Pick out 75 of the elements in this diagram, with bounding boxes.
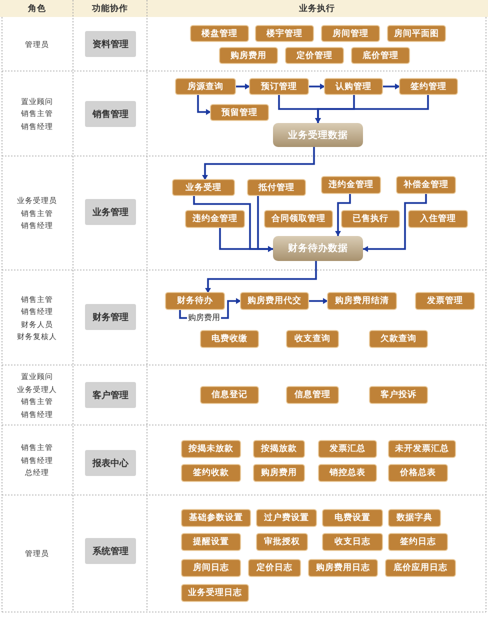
process-box: 房源查询 <box>176 79 235 94</box>
process-box: 入住管理 <box>409 211 467 227</box>
flow-arrow <box>382 84 400 90</box>
process-box: 审批授权 <box>257 534 307 550</box>
process-box: 抵付管理 <box>248 180 305 195</box>
process-box: 房间日志 <box>182 560 240 576</box>
process-box: 房间平面图 <box>388 26 445 41</box>
module-box: 财务管理 <box>85 304 136 330</box>
process-box: 电费收缴 <box>201 331 258 347</box>
process-box: 过户费设置 <box>257 510 316 526</box>
process-box: 认购管理 <box>325 79 382 94</box>
process-box: 业务受理日志 <box>182 585 248 601</box>
process-box: 销控总表 <box>319 465 376 481</box>
module-box: 报表中心 <box>85 450 136 476</box>
module-box: 系统管理 <box>85 538 136 564</box>
flow-arrow <box>308 84 325 90</box>
process-box: 楼宇管理 <box>256 26 313 41</box>
process-box: 已售执行 <box>342 211 399 227</box>
process-box: 定价日志 <box>249 560 300 576</box>
process-box: 未开发票汇总 <box>389 441 455 457</box>
process-box: 电费设置 <box>323 510 382 526</box>
flow-arrow <box>335 193 351 236</box>
process-box: 合同领取管理 <box>265 211 332 227</box>
process-box: 购房费用 <box>220 48 277 63</box>
module-box: 业务管理 <box>85 199 136 225</box>
column-header: 功能协作 <box>92 2 128 14</box>
process-box: 发票管理 <box>416 293 474 309</box>
edge-label: 购房费用 <box>187 313 221 323</box>
process-box: 信息管理 <box>287 387 338 403</box>
process-box: 签约日志 <box>389 534 447 550</box>
process-box: 补偿金管理 <box>397 177 455 193</box>
process-box: 按揭未放款 <box>182 441 240 457</box>
process-box: 信息登记 <box>201 387 258 403</box>
flow-arrow <box>363 193 427 252</box>
module-box: 资料管理 <box>85 31 136 57</box>
process-box: 预订管理 <box>250 79 308 94</box>
process-box: 收支日志 <box>323 534 382 550</box>
flow-arrow <box>235 84 250 90</box>
process-box: 定价管理 <box>286 48 343 63</box>
process-box: 基础参数设置 <box>182 510 250 526</box>
process-box: 购房费用日志 <box>309 560 377 576</box>
process-box: 客户投诉 <box>370 387 427 403</box>
column-header: 角色 <box>28 2 46 14</box>
column-header: 业务执行 <box>299 2 335 14</box>
process-box: 欠款查询 <box>370 331 427 347</box>
process-box: 楼盘管理 <box>191 26 248 41</box>
flow-arrow <box>205 261 317 293</box>
process-box: 提醒设置 <box>182 534 240 550</box>
process-box: 购房费用 <box>254 465 304 481</box>
process-box: 发票汇总 <box>319 441 376 457</box>
process-box: 收支查询 <box>287 331 338 347</box>
module-box: 销售管理 <box>85 101 136 127</box>
process-box: 财务待办 <box>166 293 224 309</box>
process-box: 业务受理 <box>173 180 234 195</box>
process-box: 购房费用代交 <box>241 293 308 309</box>
module-box: 客户管理 <box>85 382 136 408</box>
flow-arrow <box>308 298 328 304</box>
process-box: 价格总表 <box>389 465 447 481</box>
process-box: 底价应用日志 <box>386 560 455 576</box>
flow-arrow <box>219 227 273 252</box>
process-box: 签约收款 <box>182 465 240 481</box>
flow-arrow <box>197 94 211 115</box>
process-box: 按揭放款 <box>254 441 304 457</box>
flow-arrow <box>202 147 315 180</box>
data-box: 财务待办数据 <box>273 236 363 261</box>
process-box: 违约金管理 <box>322 177 380 193</box>
process-box: 底价管理 <box>352 48 409 63</box>
data-box: 业务受理数据 <box>273 123 363 147</box>
process-box: 房间管理 <box>322 26 379 41</box>
process-box: 数据字典 <box>389 510 440 526</box>
process-box: 违约金管理 <box>186 211 244 227</box>
process-box: 购房费用结清 <box>328 293 396 309</box>
process-box: 签约管理 <box>400 79 457 94</box>
process-box: 预留管理 <box>211 105 268 120</box>
flow-arrow <box>315 94 429 123</box>
